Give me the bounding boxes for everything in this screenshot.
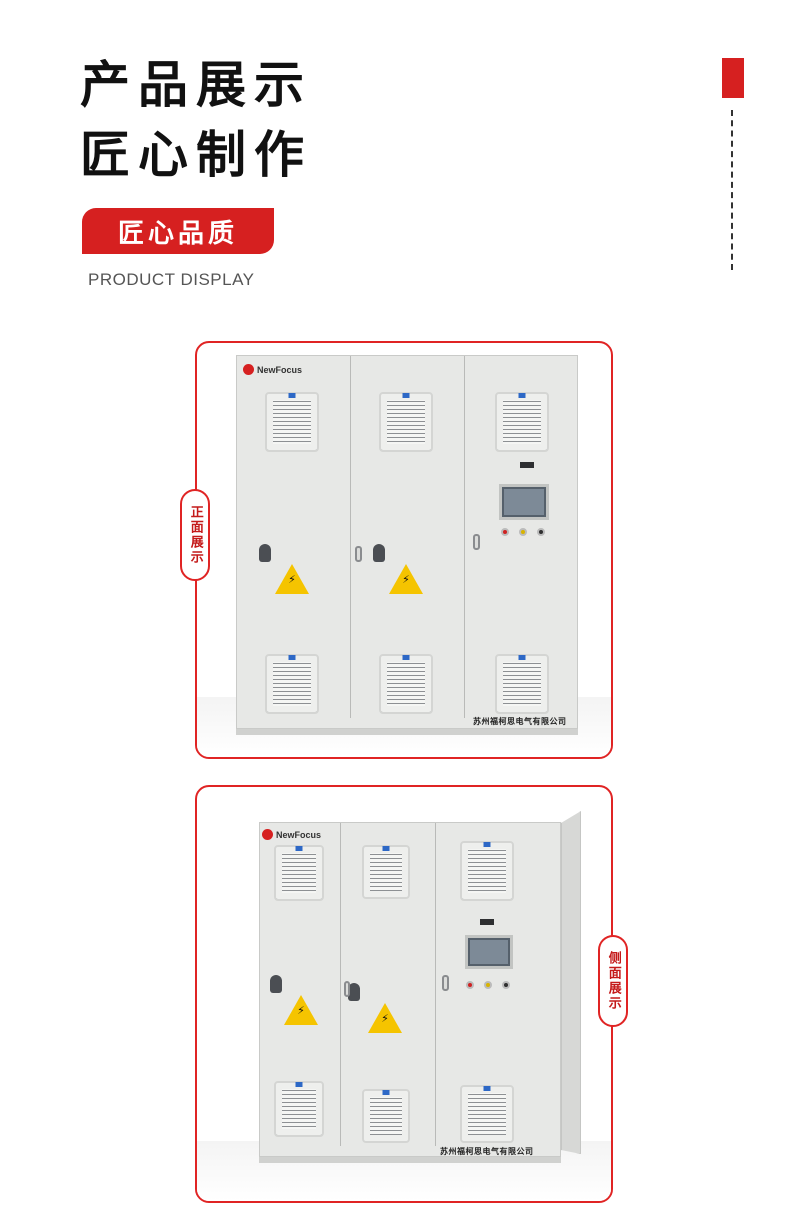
quality-badge: 匠心品质 [82,208,274,254]
hmi-screen [499,484,549,520]
yellow-button [519,528,527,536]
cabinet-base [259,1157,561,1163]
door-handle-1 [344,981,350,997]
cabinet-door-1 [237,356,351,718]
cabinet-door-2 [341,823,436,1146]
brand-logo: NewFocus [262,829,321,840]
vent-top-3 [495,392,549,452]
decorative-red-bar [722,58,744,98]
lightning-icon: ⚡ [288,573,296,586]
logo-icon [243,364,254,375]
side-view-tag: 侧面展示 [598,935,628,1027]
vent-bottom-2 [362,1089,410,1143]
indicator-light [480,919,494,925]
cabinet-side-panel [561,811,581,1154]
title-line-2: 匠心制作 [80,125,312,184]
front-view-frame: NewFocus ⚡ ⚡ 苏州福柯思电气有限公司 [195,341,613,759]
door-handle-2 [442,975,449,991]
brand-logo: NewFocus [243,364,302,375]
rotary-switch-2 [348,983,360,1001]
lightning-icon: ⚡ [381,1012,389,1025]
black-button [502,981,510,989]
side-view-tag-text: 侧面展示 [605,951,621,1011]
vent-top-2 [362,845,410,899]
company-label: 苏州福柯思电气有限公司 [440,1146,534,1156]
vent-bottom-1 [274,1081,324,1137]
red-button [466,981,474,989]
title-line-1: 产品展示 [80,55,312,114]
subtitle: PRODUCT DISPLAY [88,270,255,289]
vent-top-1 [274,845,324,901]
rotary-switch-1 [259,544,271,562]
cabinet-front: NewFocus ⚡ ⚡ 苏州福柯思电气有限公司 [236,355,578,729]
vent-bottom-2 [379,654,433,714]
vent-top-3 [460,841,514,901]
front-view-tag-text: 正面展示 [187,505,203,565]
indicator-light [520,462,534,468]
vent-bottom-3 [495,654,549,714]
rotary-switch-1 [270,975,282,993]
red-button [501,528,509,536]
vent-top-2 [379,392,433,452]
cabinet-base [236,729,578,735]
cabinet-door-1 [260,823,341,1146]
door-handle-2 [473,534,480,550]
vent-bottom-3 [460,1085,514,1143]
front-view-tag: 正面展示 [180,489,210,581]
company-label: 苏州福柯思电气有限公司 [473,716,567,726]
decorative-dashed-line [731,110,733,270]
side-view-frame: NewFocus ⚡ ⚡ 苏州福柯思电气有限公司 [195,785,613,1203]
logo-icon [262,829,273,840]
black-button [537,528,545,536]
cabinet-door-2 [351,356,465,718]
door-handle-1 [355,546,362,562]
hmi-screen [465,935,513,969]
yellow-button [484,981,492,989]
cabinet-angled: NewFocus ⚡ ⚡ 苏州福柯思电气有限公司 [259,822,561,1157]
vent-bottom-1 [265,654,319,714]
lightning-icon: ⚡ [297,1004,305,1017]
lightning-icon: ⚡ [402,573,410,586]
vent-top-1 [265,392,319,452]
rotary-switch-2 [373,544,385,562]
